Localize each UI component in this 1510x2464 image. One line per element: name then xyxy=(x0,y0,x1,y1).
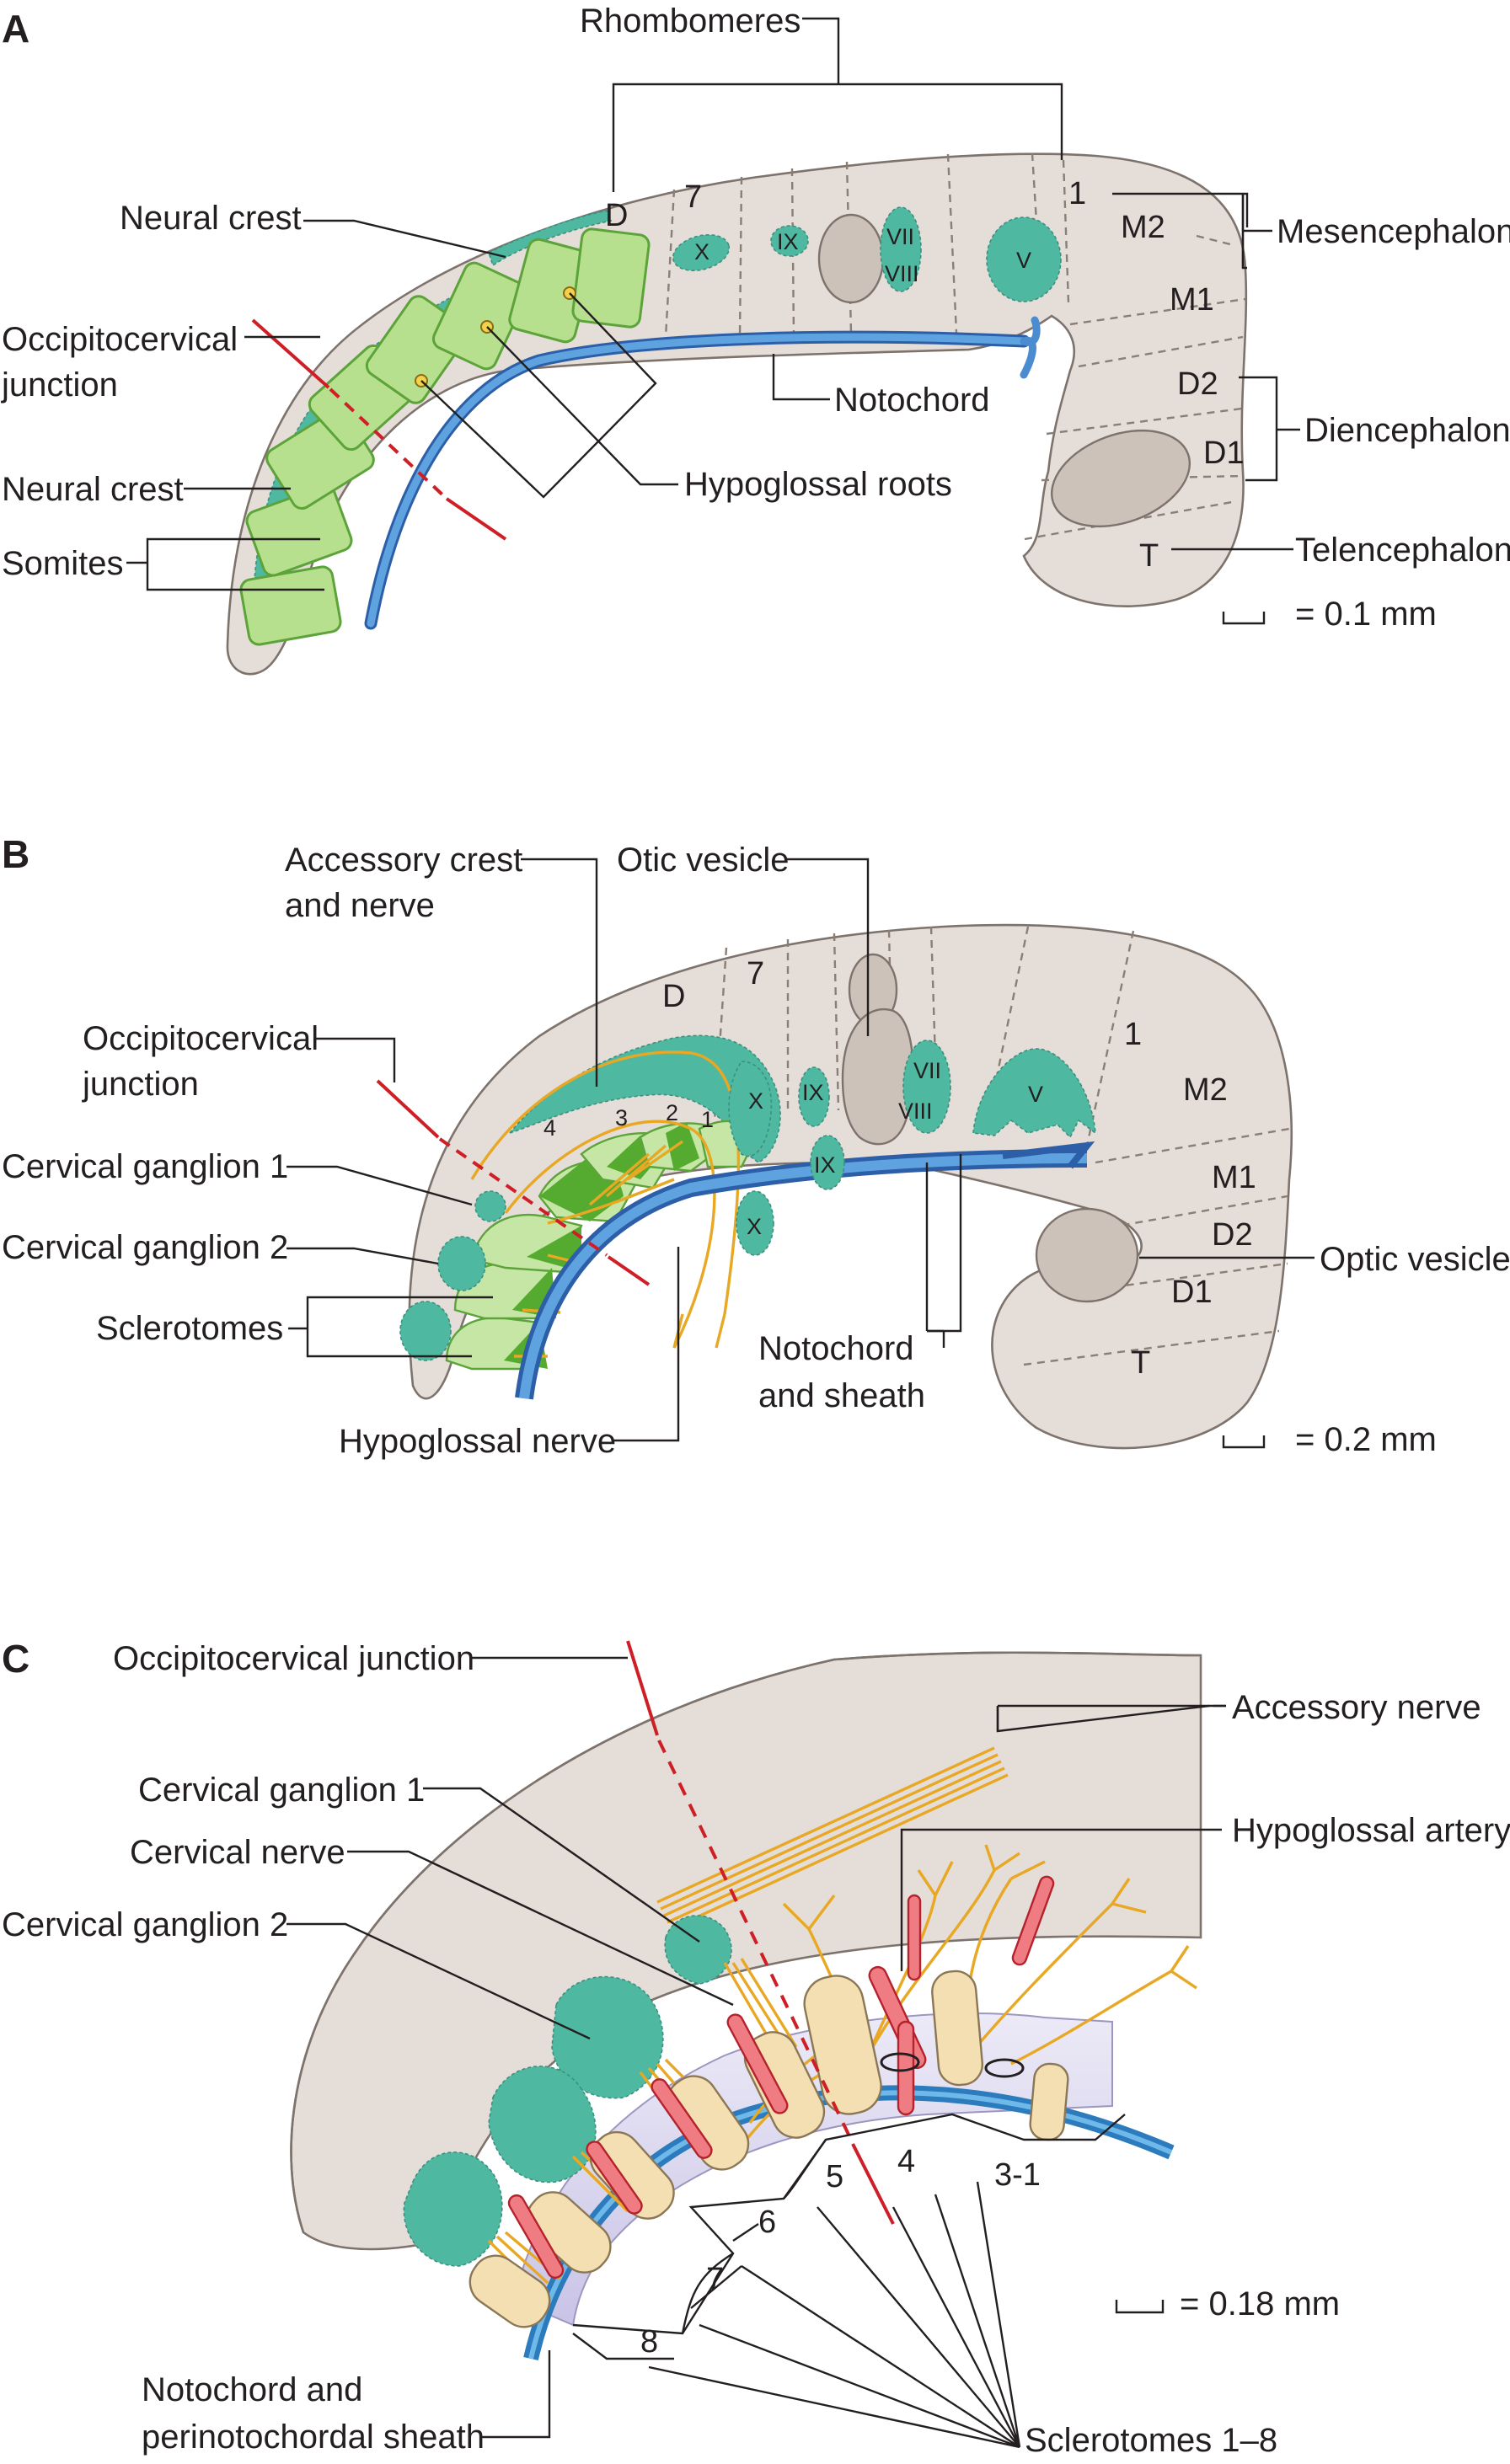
label-optic-vesicle: Optic vesicle xyxy=(1320,1241,1510,1278)
label-vii-a: VII xyxy=(886,224,914,249)
label-ix-a: IX xyxy=(777,229,799,254)
panel-a: A xyxy=(1,3,1510,676)
label-cervical-ganglion-2-c: Cervical ganglion 2 xyxy=(2,1906,288,1943)
segment-6: 6 xyxy=(758,2205,776,2240)
label-m1-b: M1 xyxy=(1212,1160,1256,1195)
neural-crest-a xyxy=(488,210,613,267)
label-diencephalon: Diencephalon xyxy=(1304,412,1510,449)
label-m1-a: M1 xyxy=(1170,282,1214,318)
label-cervical-nerve: Cervical nerve xyxy=(130,1834,345,1871)
hypoglossal-artery xyxy=(507,1875,1055,2280)
label-x-a: X xyxy=(694,239,709,265)
label-t-b: T xyxy=(1131,1345,1150,1381)
label-v-a: V xyxy=(1016,248,1031,273)
label-hypoglossal-artery: Hypoglossal artery xyxy=(1232,1812,1510,1849)
label-7-b: 7 xyxy=(747,956,764,991)
label-hypoglossal-roots: Hypoglossal roots xyxy=(684,466,952,503)
cervical-ganglion-1-b xyxy=(474,1190,506,1222)
label-scale-c: = 0.18 mm xyxy=(1180,2285,1340,2322)
label-occipitocervical-a-1: Occipitocervical xyxy=(2,321,238,358)
label-neural-crest-a-lower: Neural crest xyxy=(2,471,184,508)
label-cervical-ganglion-1-c: Cervical ganglion 1 xyxy=(138,1772,425,1809)
label-notochord-b-1: Notochord xyxy=(758,1330,914,1367)
label-occipitocervical-b-2: junction xyxy=(82,1066,199,1103)
segment-4: 4 xyxy=(897,2144,915,2179)
label-v-b: V xyxy=(1028,1082,1043,1107)
label-notochord-c-2: perinotochordal sheath xyxy=(142,2419,485,2456)
label-scale-b: = 0.2 mm xyxy=(1295,1421,1437,1458)
cervical-ganglion-2-b xyxy=(437,1236,486,1291)
label-rhombomeres: Rhombomeres xyxy=(580,3,801,40)
label-somites: Somites xyxy=(2,545,124,582)
label-7-a: 7 xyxy=(684,179,702,215)
trigeminal-ganglion-b xyxy=(972,1048,1096,1139)
optic-vesicle-a xyxy=(1050,429,1191,528)
accessory-crest-b xyxy=(507,1034,781,1163)
panel-letter-b: B xyxy=(2,832,29,876)
label-3-b: 3 xyxy=(615,1105,628,1130)
label-cervical-ganglion-1-b: Cervical ganglion 1 xyxy=(2,1148,288,1185)
label-1-num-b: 1 xyxy=(701,1107,714,1132)
label-accessory-crest-1: Accessory crest xyxy=(285,842,522,879)
label-accessory-crest-2: and nerve xyxy=(285,887,435,924)
otic-vesicle-b xyxy=(841,1008,914,1146)
sclerotome-segments xyxy=(572,2113,1126,2360)
label-m2-a: M2 xyxy=(1121,210,1165,245)
occipitocervical-line-a xyxy=(251,318,330,389)
label-d-a: D xyxy=(605,198,628,233)
panel-b: B xyxy=(2,832,1510,1460)
label-mesencephalon: Mesencephalon xyxy=(1277,213,1510,250)
label-scale-a: = 0.1 mm xyxy=(1295,596,1437,633)
accessory-nerve xyxy=(656,1746,1009,1931)
label-occipitocervical-a-2: junction xyxy=(1,366,118,404)
label-d1-a: D1 xyxy=(1203,436,1245,471)
somites-a xyxy=(239,227,651,646)
label-notochord-b-2: and sheath xyxy=(758,1377,925,1414)
label-4-b: 4 xyxy=(543,1115,556,1141)
optic-vesicle-b xyxy=(1035,1207,1139,1303)
label-cervical-ganglion-2-b: Cervical ganglion 2 xyxy=(2,1229,288,1266)
label-1-a: 1 xyxy=(1068,176,1086,211)
label-notochord-a: Notochord xyxy=(834,382,990,419)
label-d2-b: D2 xyxy=(1212,1217,1253,1253)
label-t-a: T xyxy=(1139,538,1159,574)
label-d1-b: D1 xyxy=(1171,1275,1213,1310)
sclerotome-bodies xyxy=(469,1970,1069,2328)
cervical-ganglion-2-c xyxy=(551,1975,664,2099)
label-occipitocervical-c: Occipitocervical junction xyxy=(113,1640,474,1677)
segment-8: 8 xyxy=(640,2324,658,2360)
label-neural-crest-a-top: Neural crest xyxy=(120,200,302,237)
label-ix-b2: IX xyxy=(814,1152,836,1178)
segment-7: 7 xyxy=(706,2262,724,2297)
label-ix-b1: IX xyxy=(802,1080,824,1105)
panel-letter-a: A xyxy=(2,7,29,51)
panel-c: C xyxy=(2,1637,1510,2459)
label-viii-b: VIII xyxy=(898,1098,933,1124)
label-2-b: 2 xyxy=(666,1100,678,1125)
segment-3-1: 3-1 xyxy=(994,2157,1041,2193)
label-telencephalon: Telencephalon xyxy=(1295,532,1510,569)
panel-letter-c: C xyxy=(2,1637,29,1681)
segment-5: 5 xyxy=(826,2159,843,2194)
label-d2-a: D2 xyxy=(1177,366,1218,402)
label-otic-vesicle: Otic vesicle xyxy=(617,842,790,879)
label-x-b2: X xyxy=(747,1214,762,1239)
label-vii-b: VII xyxy=(913,1058,941,1083)
label-hypoglossal-nerve: Hypoglossal nerve xyxy=(339,1423,616,1460)
label-viii-a: VIII xyxy=(885,261,919,286)
label-accessory-nerve: Accessory nerve xyxy=(1232,1689,1481,1726)
label-notochord-c-1: Notochord and xyxy=(142,2371,362,2408)
label-1-b: 1 xyxy=(1124,1017,1142,1052)
label-occipitocervical-b-1: Occipitocervical xyxy=(83,1020,319,1057)
label-x-b1: X xyxy=(748,1088,763,1114)
label-sclerotomes-c: Sclerotomes 1–8 xyxy=(1025,2422,1277,2459)
cervical-ganglion-1-c xyxy=(664,1915,732,1985)
label-m2-b: M2 xyxy=(1183,1072,1228,1108)
label-d-b: D xyxy=(662,979,685,1014)
label-sclerotomes-b: Sclerotomes xyxy=(96,1310,283,1347)
